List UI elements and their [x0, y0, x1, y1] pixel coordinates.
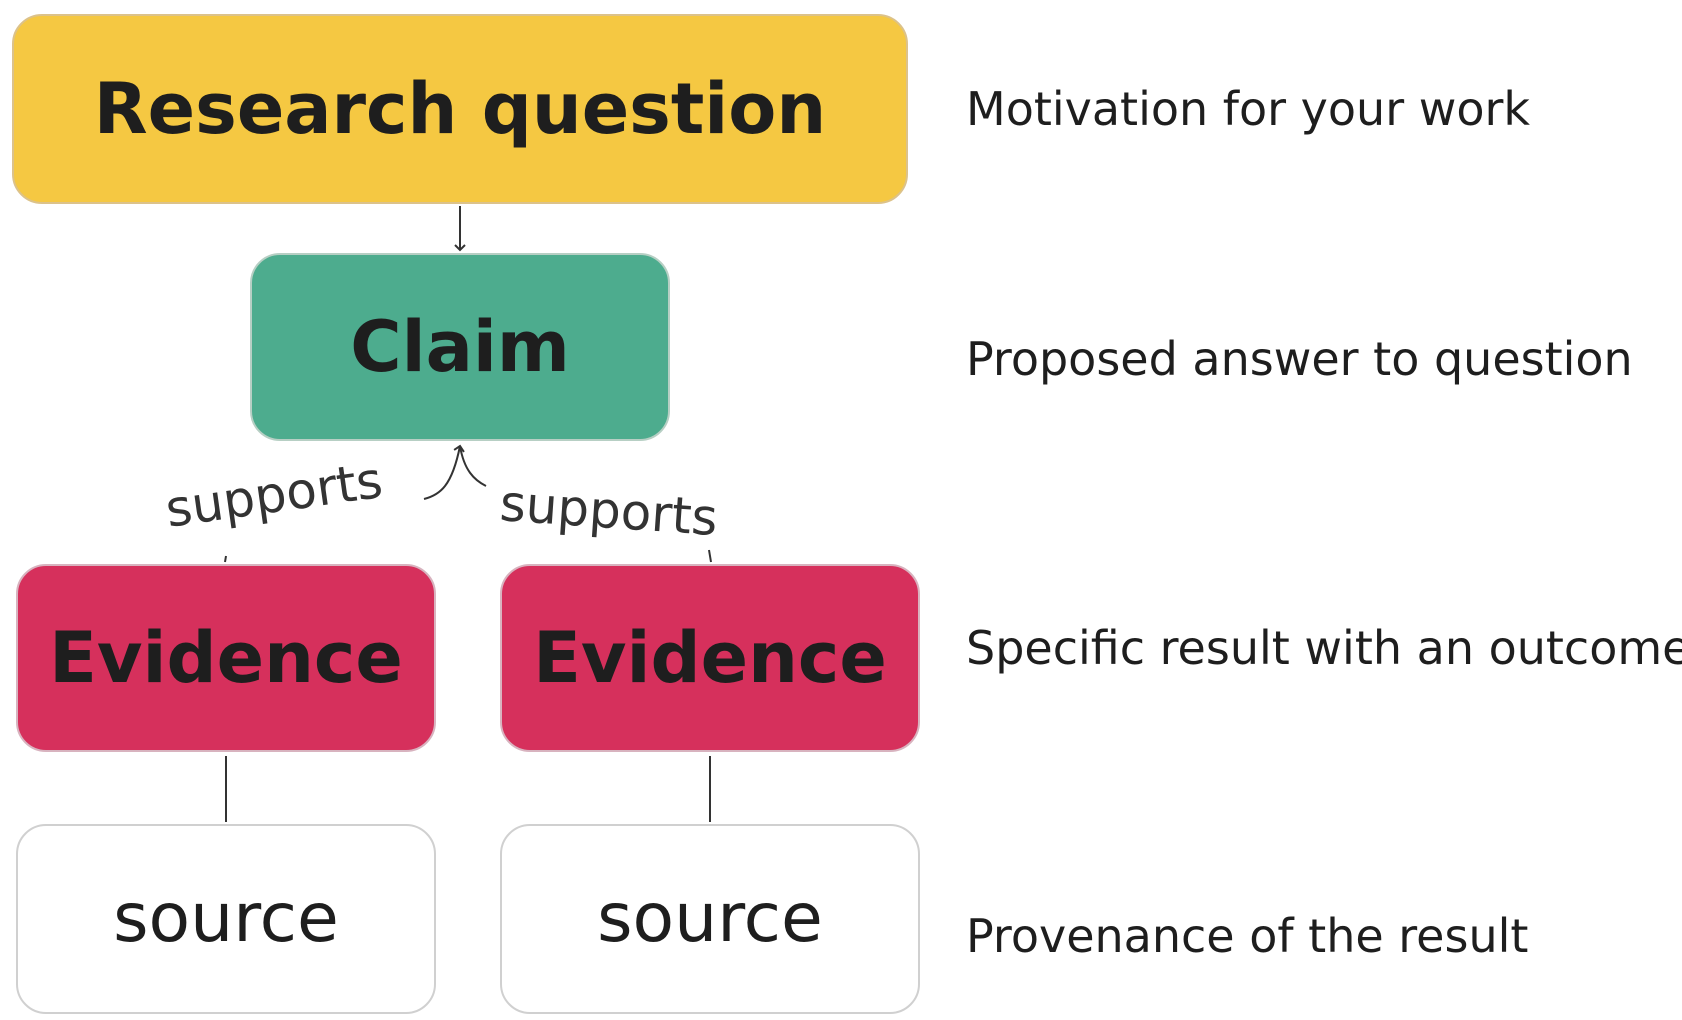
evidence-label-left: Evidence [49, 617, 403, 699]
source-node-left: source [16, 824, 436, 1014]
description-claim: Proposed answer to question [966, 332, 1633, 386]
supports-label-left: supports [161, 450, 386, 539]
tick-evidence-left [224, 555, 227, 563]
evidence-node-left: Evidence [16, 564, 436, 752]
evidence-label-right: Evidence [533, 617, 887, 699]
description-evidence: Specific result with an outcome [966, 621, 1682, 675]
source-node-right: source [500, 824, 920, 1014]
evidence-node-right: Evidence [500, 564, 920, 752]
source-label-right: source [597, 879, 823, 958]
arrow-evidence-left-to-claim [423, 444, 465, 500]
description-source: Provenance of the result [966, 909, 1529, 963]
source-label-left: source [113, 879, 339, 958]
supports-label-right: supports [497, 474, 720, 548]
claim-node: Claim [250, 253, 670, 441]
tick-evidence-right [708, 549, 712, 563]
claim-label: Claim [350, 306, 570, 388]
arrow-evidence-right-to-claim [459, 445, 487, 487]
description-question: Motivation for your work [966, 82, 1531, 136]
research-question-node: Research question [12, 14, 908, 204]
research-question-label: Research question [93, 68, 827, 150]
